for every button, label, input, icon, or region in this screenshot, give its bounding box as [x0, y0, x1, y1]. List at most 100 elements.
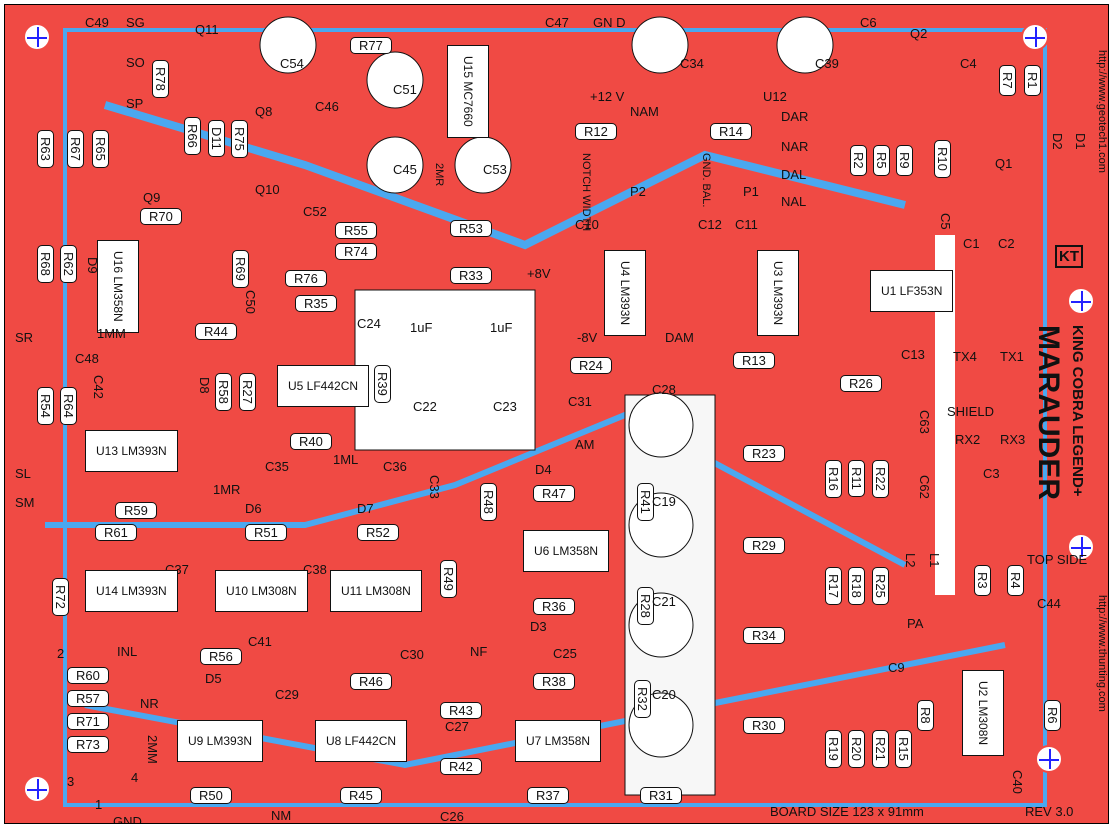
logo: KT	[1055, 245, 1083, 268]
capacitor-label: C46	[315, 99, 339, 114]
pad-label: SR	[15, 330, 34, 345]
transistor-label: Q2	[910, 26, 928, 41]
pad-label: NAL	[781, 194, 807, 209]
capacitor-label: C29	[275, 687, 299, 702]
resistor-label: R11	[848, 460, 865, 497]
silk-area	[935, 235, 955, 595]
capacitor-label: C36	[383, 459, 407, 474]
capacitor-label: C30	[400, 647, 424, 662]
mounting-hole	[23, 775, 51, 803]
resistor-label: R40	[290, 433, 332, 450]
resistor-label: R10	[934, 140, 951, 178]
capacitor-label: C1	[963, 236, 980, 251]
capacitor-label: C34	[680, 56, 704, 71]
resistor-label: R77	[350, 37, 392, 54]
resistor-label: R39	[374, 365, 391, 403]
resistor-label: R68	[37, 245, 54, 283]
capacitor-label: C49	[85, 15, 109, 30]
resistor-label: R61	[95, 524, 137, 541]
coil	[628, 392, 694, 458]
pad-label: 1ML	[333, 452, 359, 467]
resistor-label: R56	[200, 648, 242, 665]
url-thunting: http://www.thunting.com	[1096, 595, 1108, 712]
resistor-label: R66	[184, 117, 201, 155]
resistor-label: R5	[873, 145, 890, 176]
resistor-label: R32	[634, 680, 651, 718]
pad-label: GN D	[593, 15, 626, 30]
pad-label: PA	[907, 616, 924, 631]
resistor-label: R3	[974, 565, 991, 596]
capacitor-label: C47	[545, 15, 569, 30]
pad-label: INL	[117, 644, 138, 659]
resistor-label: R63	[37, 130, 54, 168]
diode-label: D5	[205, 671, 222, 686]
ic-label: U12	[763, 89, 787, 104]
resistor-label: R44	[195, 323, 237, 340]
resistor-label: R36	[533, 598, 575, 615]
resistor-label: R22	[872, 460, 889, 498]
pad-label: 1	[95, 797, 103, 812]
resistor-label: R67	[67, 130, 84, 168]
resistor-label: R47	[533, 485, 575, 502]
pad-label: GND	[113, 814, 142, 824]
pcb-traces	[45, 16, 1047, 807]
resistor-label: R37	[527, 787, 569, 804]
resistor-label: R19	[825, 730, 842, 768]
diode-label: D2	[1050, 133, 1065, 150]
capacitor-label: C23	[493, 399, 517, 414]
pad-label: SL	[15, 466, 31, 481]
resistor-label: R75	[231, 120, 248, 158]
capacitor-label: C20	[652, 687, 676, 702]
capacitor-label: C33	[427, 475, 442, 499]
board-title: KING COBRA LEGEND+	[1069, 325, 1086, 497]
capacitor-label: C42	[91, 375, 106, 399]
capacitor-label: C40	[1010, 770, 1025, 794]
top-side-label: TOP SIDE	[1027, 552, 1088, 567]
pad-label: P2	[630, 184, 646, 199]
pad-label: TX4	[953, 349, 977, 364]
resistor-label: R72	[52, 578, 69, 616]
resistor-label: R14	[710, 123, 752, 140]
resistor-label: R26	[840, 375, 882, 392]
pad-label: SO	[126, 55, 145, 70]
pad-label: SM	[15, 495, 35, 510]
ic-label: U4 LM393N	[604, 250, 646, 337]
pad-label: DAM	[665, 330, 694, 345]
ic-label: U1 LF353N	[870, 270, 954, 312]
diode-label: D8	[197, 377, 212, 394]
capacitor-label: C38	[303, 562, 327, 577]
capacitor-label: C13	[901, 347, 925, 362]
resistor-label: R45	[340, 787, 382, 804]
pad-label: GND. BAL.	[700, 153, 712, 208]
resistor-label: R62	[60, 245, 77, 283]
resistor-label: R74	[335, 243, 377, 260]
resistor-label: R7	[999, 65, 1016, 96]
board-name: MARAUDER	[1032, 325, 1065, 500]
resistor-label: R73	[67, 736, 109, 753]
resistor-label: R70	[140, 208, 182, 225]
resistor-label: R1	[1024, 65, 1041, 96]
transistor-label: Q1	[995, 156, 1013, 171]
electrolytic-cap	[366, 51, 424, 109]
electrolytic-cap	[631, 16, 689, 74]
capacitor-label: C9	[888, 660, 905, 675]
capacitor-label: C25	[553, 646, 577, 661]
ic-label: U2 LM308N	[962, 670, 1004, 757]
resistor-label: R27	[239, 373, 256, 411]
transistor-label: Q8	[255, 104, 273, 119]
resistor-label: R24	[570, 357, 612, 374]
diode-label: D3	[530, 619, 547, 634]
resistor-label: R48	[480, 483, 497, 521]
diode-label: D4	[535, 462, 552, 477]
ic-label: U14 LM393N	[85, 570, 178, 612]
diode-label: D7	[357, 501, 374, 516]
ic-label: U11 LM308N	[330, 570, 422, 612]
capacitor-label: C26	[440, 809, 464, 824]
board-size: BOARD SIZE 123 x 91mm	[770, 804, 924, 819]
resistor-label: R25	[872, 567, 889, 605]
resistor-label: R59	[115, 502, 157, 519]
resistor-label: R8	[917, 700, 934, 731]
capacitor-label: C27	[445, 719, 469, 734]
capacitor-label: C31	[568, 394, 592, 409]
capacitor-label: C22	[413, 399, 437, 414]
